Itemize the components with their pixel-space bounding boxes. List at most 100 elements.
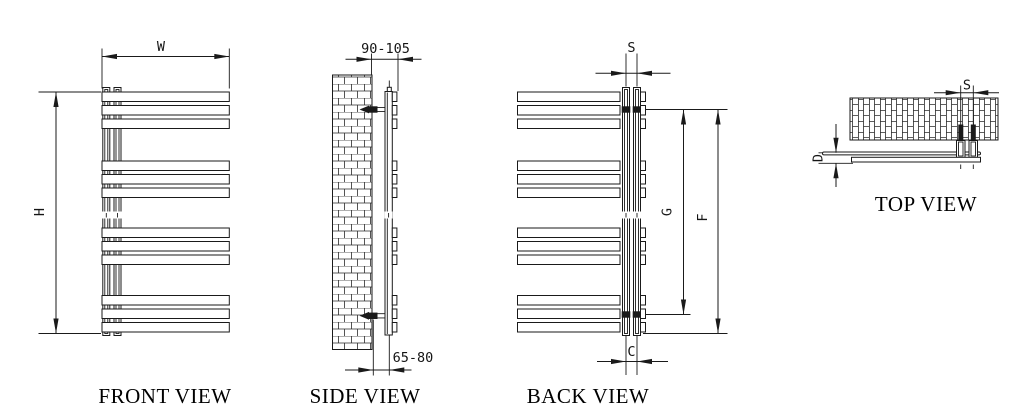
top-view: S D TOP VIEW bbox=[811, 78, 999, 216]
dim-arrow bbox=[356, 56, 372, 62]
towel-bar bbox=[101, 187, 230, 198]
front-collector-pipes bbox=[101, 87, 122, 336]
wall-section bbox=[332, 74, 373, 350]
dim-arrow bbox=[715, 318, 721, 334]
bar-end-tab bbox=[640, 160, 646, 171]
c-dimension-back: C bbox=[597, 335, 668, 375]
back-pipe-gap-bottom-label: C bbox=[627, 344, 635, 360]
bar-end-tab bbox=[391, 254, 398, 265]
towel-bar bbox=[101, 227, 230, 238]
wall-to-pipe-label: 65-80 bbox=[393, 350, 434, 366]
bar-top-profile bbox=[851, 156, 981, 163]
bar-end-tab bbox=[391, 295, 398, 306]
towel-bar bbox=[101, 91, 230, 102]
bar-end-tab bbox=[391, 241, 398, 252]
dim-arrow bbox=[214, 53, 230, 60]
dim-arrow bbox=[611, 70, 626, 76]
side-bar-ends bbox=[391, 91, 398, 333]
towel-bar bbox=[101, 105, 230, 116]
bar-end-tab bbox=[391, 174, 398, 185]
towel-bar bbox=[517, 91, 621, 102]
towel-bar bbox=[101, 254, 230, 265]
f-dimension: F bbox=[643, 109, 728, 334]
s-dimension-back: S bbox=[595, 40, 671, 87]
dim-arrow bbox=[637, 70, 652, 76]
dim-arrow bbox=[945, 90, 961, 96]
towel-bar bbox=[517, 174, 621, 185]
towel-bar bbox=[517, 308, 621, 319]
bar-end-tab bbox=[640, 105, 646, 116]
wall-to-front-dimension: 90-105 bbox=[345, 41, 422, 91]
front-width-label: W bbox=[157, 39, 166, 55]
dim-arrow bbox=[611, 358, 626, 365]
towel-bar bbox=[517, 187, 621, 198]
bar-end-tab bbox=[640, 308, 646, 319]
bar-end-tab bbox=[640, 322, 646, 333]
pipe-centerlines bbox=[960, 85, 974, 169]
towel-bar bbox=[517, 295, 621, 306]
towel-bar bbox=[101, 174, 230, 185]
front-height-label: H bbox=[32, 208, 48, 216]
bar-end-tab bbox=[640, 174, 646, 185]
towel-bar bbox=[101, 308, 230, 319]
towel-bar bbox=[517, 241, 621, 252]
w-dimension: W bbox=[101, 39, 230, 89]
dim-arrow bbox=[833, 163, 839, 179]
dim-arrow bbox=[53, 92, 59, 107]
dim-arrow bbox=[102, 53, 117, 60]
bar-end-tab bbox=[640, 241, 646, 252]
bar-end-tab bbox=[640, 91, 646, 102]
front-view: W H FRONT VIEW bbox=[32, 39, 231, 408]
dim-arrow bbox=[680, 109, 687, 125]
bar-end-tab bbox=[640, 187, 646, 198]
back-view-title: BACK VIEW bbox=[527, 384, 650, 408]
bar-end-tab bbox=[391, 227, 398, 238]
panel-top-profile bbox=[822, 151, 981, 156]
h-dimension: H bbox=[32, 91, 101, 334]
bar-end-tab bbox=[640, 295, 646, 306]
towel-bar bbox=[517, 105, 621, 116]
towel-bar bbox=[517, 227, 621, 238]
g-dimension: G bbox=[645, 109, 728, 315]
bar-end-tab bbox=[640, 254, 646, 265]
dim-arrow bbox=[637, 358, 652, 365]
dim-arrow bbox=[973, 90, 989, 96]
back-pipe-gap-top-label: S bbox=[627, 40, 635, 56]
depth-label: D bbox=[811, 154, 827, 162]
pipe-connections bbox=[621, 106, 642, 318]
bar-end-tab bbox=[640, 227, 646, 238]
dim-arrow bbox=[833, 137, 839, 153]
bottom-wall-bracket bbox=[359, 311, 385, 320]
towel-bar bbox=[101, 295, 230, 306]
wall-to-pipe-dimension: 65-80 bbox=[345, 319, 434, 376]
towel-bar bbox=[101, 322, 230, 333]
towel-bar bbox=[517, 254, 621, 265]
s-dimension-top: S bbox=[934, 78, 999, 96]
top-pipe-gap-label: S bbox=[963, 78, 971, 94]
pipe-break-dashes bbox=[625, 213, 638, 218]
bar-end-tab bbox=[391, 91, 398, 102]
pipe-height-label: F bbox=[695, 213, 711, 221]
bar-end-tab bbox=[391, 322, 398, 333]
bar-end-tab bbox=[391, 160, 398, 171]
connection-span-label: G bbox=[660, 208, 676, 216]
bar-end-tab bbox=[391, 105, 398, 116]
dim-arrow bbox=[358, 367, 374, 373]
pipe-top-stub bbox=[386, 86, 392, 93]
towel-bar bbox=[517, 322, 621, 333]
wall-to-front-label: 90-105 bbox=[361, 41, 410, 57]
front-view-title: FRONT VIEW bbox=[98, 384, 231, 408]
dim-arrow bbox=[715, 109, 721, 125]
side-view: 90-105 65-80 SIDE VIEW bbox=[310, 41, 434, 408]
towel-bar bbox=[101, 160, 230, 171]
back-bar-ends bbox=[640, 91, 646, 333]
dim-arrow bbox=[53, 318, 59, 334]
dim-arrow bbox=[389, 367, 405, 373]
towel-bar bbox=[517, 160, 621, 171]
towel-bar bbox=[517, 118, 621, 129]
back-collector-pipes bbox=[621, 87, 642, 336]
bar-end-tab bbox=[391, 187, 398, 198]
dim-arrow bbox=[398, 56, 413, 62]
